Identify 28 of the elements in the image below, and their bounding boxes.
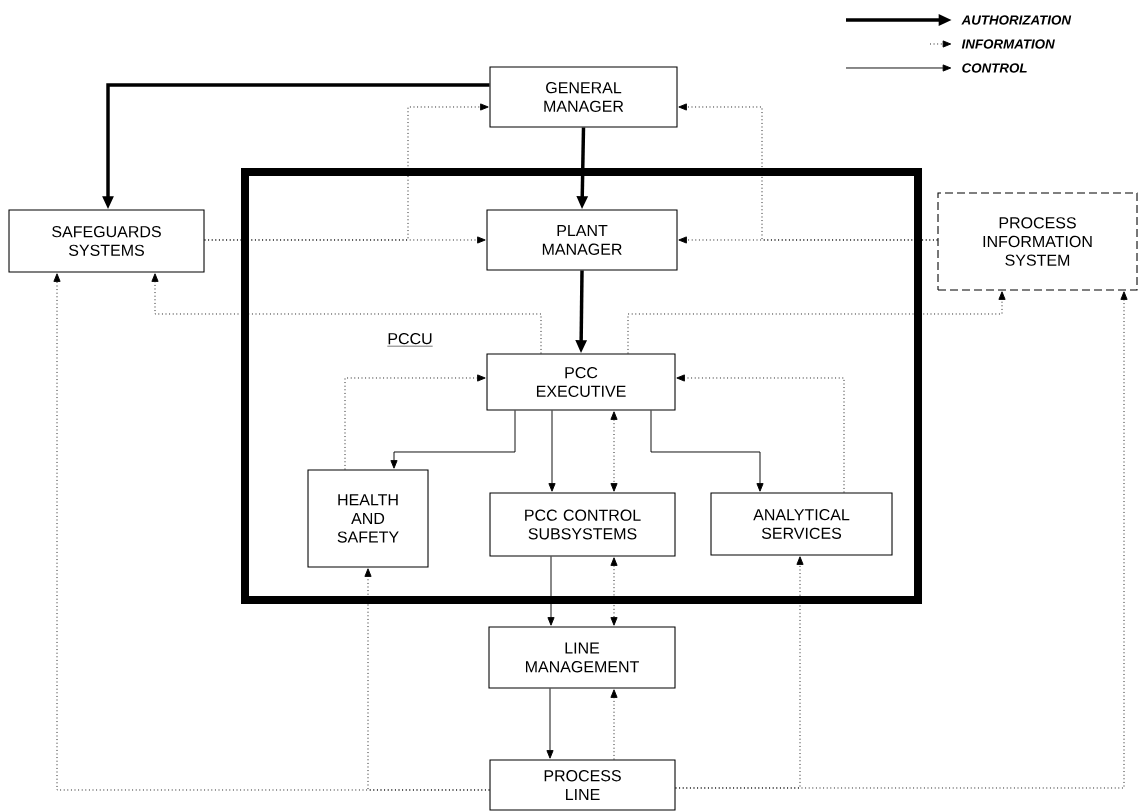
arrow	[675, 291, 1128, 789]
arrow	[610, 557, 618, 626]
arrow	[610, 689, 618, 760]
arrow	[53, 273, 490, 791]
process-box: HEALTH AND SAFETY	[307, 469, 429, 568]
external-system-box: PROCESS INFORMATION SYSTEM	[937, 192, 1138, 291]
arrow	[548, 410, 556, 492]
arrow	[627, 291, 1006, 354]
process-box: PCC EXECUTIVE	[486, 353, 676, 411]
process-box: PCC CONTROL SUBSYSTEMS	[489, 492, 676, 557]
arrow	[610, 411, 618, 492]
process-box: LINE MANAGEMENT	[488, 626, 676, 689]
arrow	[344, 374, 486, 470]
arrow	[390, 410, 516, 469]
legend-entry: CONTROL	[845, 63, 1027, 73]
legend-entry: INFORMATION	[929, 39, 1055, 49]
arrow	[546, 688, 554, 759]
process-box: ANALYTICAL SERVICES	[710, 492, 893, 556]
arrow	[678, 103, 938, 241]
arrow	[650, 410, 764, 492]
arrow	[547, 556, 555, 626]
process-box: SAFEGUARDS SYSTEMS	[8, 209, 205, 273]
arrow	[151, 273, 542, 354]
arrow	[204, 103, 489, 241]
process-box: PROCESS LINE	[489, 759, 676, 811]
arrow	[676, 374, 845, 493]
process-box: PLANT MANAGER	[486, 209, 678, 271]
process-box: GENERAL MANAGER	[489, 66, 678, 128]
